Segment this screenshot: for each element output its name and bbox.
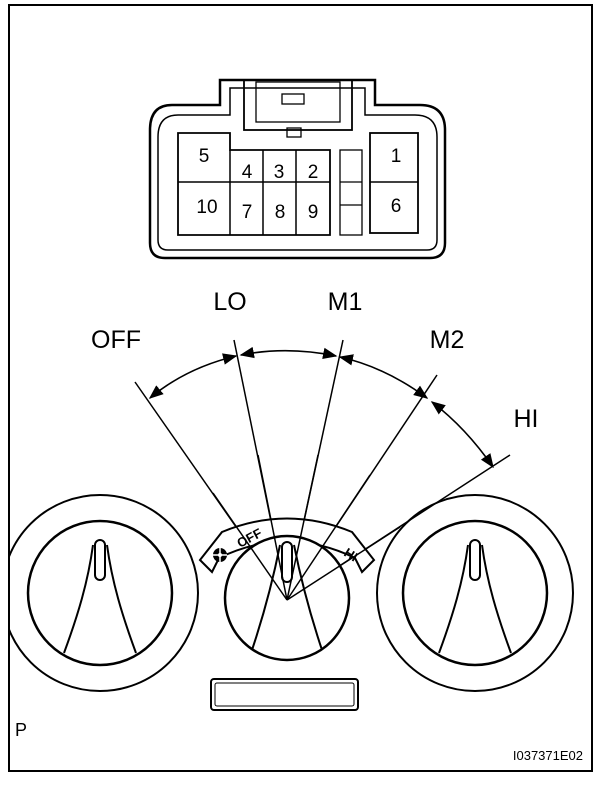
right-knob[interactable] [376, 494, 574, 692]
connector-key [286, 127, 302, 138]
position-labels: OFF LO M1 M2 HI [91, 288, 539, 433]
connector-inner-outline [157, 87, 438, 251]
arc-off-lo [148, 353, 238, 399]
pin-4: 4 [242, 162, 253, 183]
label-lo: LO [213, 288, 246, 316]
figure-id: I037371E02 [513, 748, 583, 763]
cavity-group-right [369, 132, 419, 234]
label-m2: M2 [430, 326, 465, 354]
fan-icon [213, 548, 227, 562]
figure-frame [8, 4, 593, 772]
connector-latch [243, 79, 353, 131]
pin-numbers: 5 10 4 3 2 7 8 9 1 6 [196, 146, 401, 223]
connector [148, 78, 447, 260]
connector-latch-tab [281, 93, 305, 105]
arc-lo-m1 [239, 346, 338, 360]
panel-slot [210, 678, 359, 711]
left-knob[interactable] [2, 494, 199, 692]
label-hi: HI [514, 405, 539, 433]
label-off: OFF [91, 326, 141, 354]
panel-slot-inner [214, 682, 355, 707]
connector-housing [148, 78, 447, 260]
corner-mark: P [15, 720, 27, 740]
pin-10: 10 [196, 197, 217, 218]
label-m1: M1 [328, 288, 363, 316]
pin-3: 3 [274, 162, 285, 183]
center-bezel [198, 517, 376, 574]
pin-2: 2 [308, 162, 319, 183]
pin-5: 5 [199, 146, 210, 167]
arc-m1-m2 [338, 354, 429, 399]
knob-pointer [281, 541, 293, 583]
pin-8: 8 [275, 202, 286, 223]
pin-7: 7 [242, 202, 253, 223]
position-rays-over-knob [212, 454, 401, 601]
connector-latch-inner [255, 81, 341, 123]
cavity-group-left [177, 132, 331, 236]
pin-6: 6 [391, 196, 402, 217]
rotation-arcs [148, 346, 494, 469]
pin-9: 9 [308, 202, 319, 223]
pin-1: 1 [391, 146, 402, 167]
arc-m2-hi [430, 401, 494, 469]
